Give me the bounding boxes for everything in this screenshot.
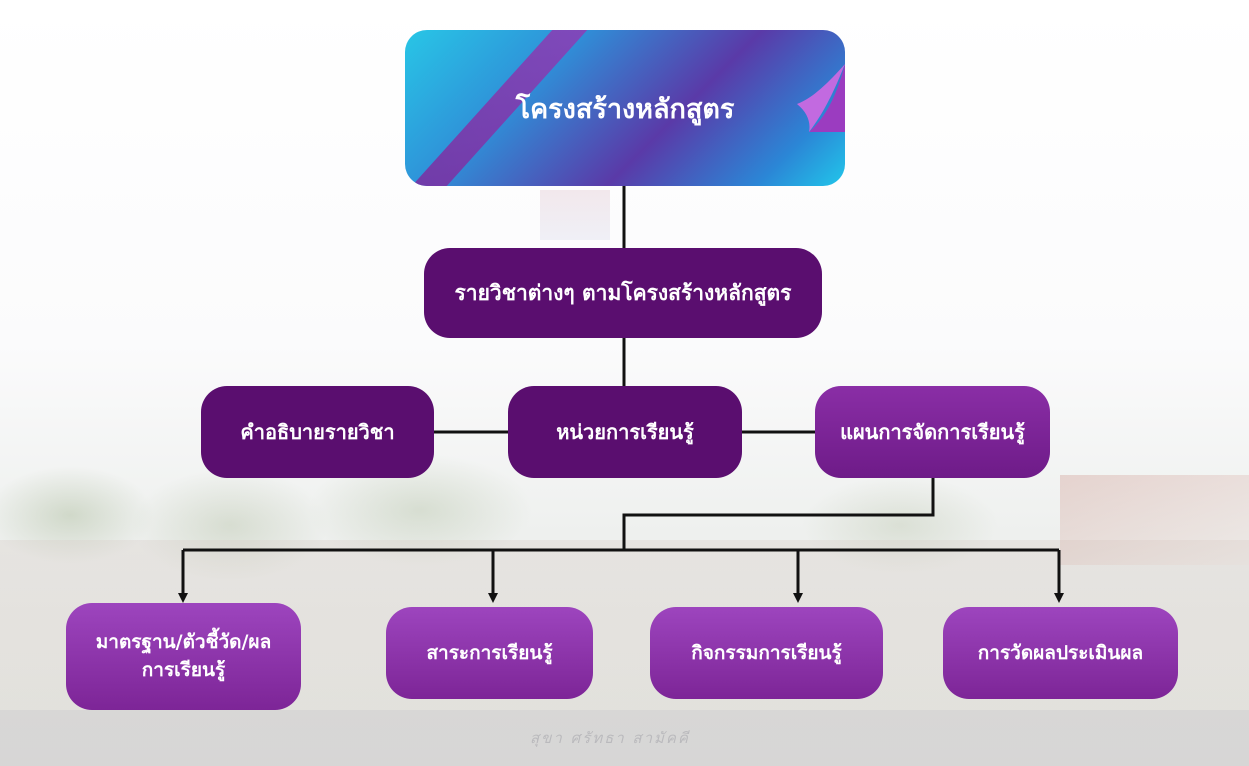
learning-units-label: หน่วยการเรียนรู้ [556,420,694,444]
connector-plan-to-branch [622,477,935,550]
course-description-label: คำอธิบายรายวิชา [240,420,395,444]
standards-indicators-box: มาตรฐาน/ตัวชี้วัด/ผล การเรียนรู้ [66,603,301,710]
subjects-label: รายวิชาต่างๆ ตามโครงสร้างหลักสูตร [454,280,792,305]
standards-label-line2: การเรียนรู้ [141,658,226,681]
learning-content-box: สาระการเรียนรู้ [386,607,593,699]
learning-activities-label: กิจกรรมการเรียนรู้ [691,642,842,664]
diagram-title: โครงสร้างหลักสูตร [515,93,735,125]
learning-content-label: สาระการเรียนรู้ [426,642,553,664]
page-curl-decoration [797,64,845,132]
subjects-box: รายวิชาต่างๆ ตามโครงสร้างหลักสูตร [424,248,822,338]
assessment-box: การวัดผลประเมินผล [943,607,1178,699]
learning-plan-box: แผนการจัดการเรียนรู้ [815,386,1050,478]
learning-units-box: หน่วยการเรียนรู้ [508,386,742,478]
learning-plan-label: แผนการจัดการเรียนรู้ [840,420,1025,444]
course-description-box: คำอธิบายรายวิชา [201,386,434,478]
learning-activities-box: กิจกรรมการเรียนรู้ [650,607,883,699]
standards-label-line1: มาตรฐาน/ตัวชี้วัด/ผล [95,630,272,653]
assessment-label: การวัดผลประเมินผล [977,642,1144,664]
title-box: โครงสร้างหลักสูตร [405,30,845,186]
